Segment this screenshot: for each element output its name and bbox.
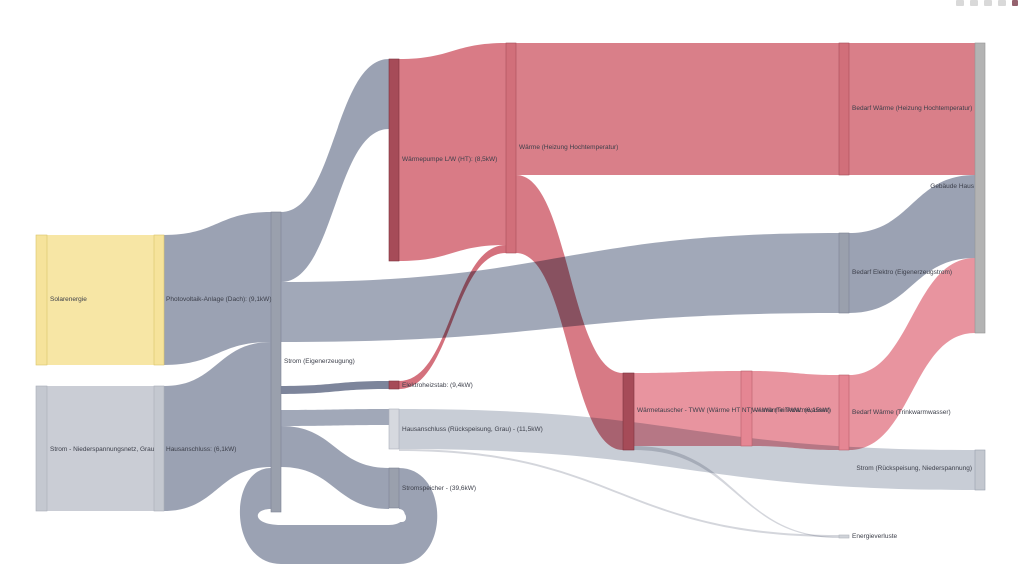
node-bedtww[interactable] [838,374,850,451]
node-twwz[interactable] [740,370,753,447]
link-waerme-to-bedheiz[interactable] [516,43,839,175]
link-bedtww-to-gebaeude[interactable] [849,258,975,450]
node-label-bedelek: Bedarf Elektro (Eigenerzeugstrom) [852,269,952,276]
node-label-wt: Wärmetauscher - TWW (Wärme HT NT) -> Wär… [637,407,831,414]
loop-gap [266,513,406,522]
camera-icon[interactable] [956,0,964,6]
node-gebaeude[interactable] [974,42,986,334]
sankey-labels: Solarenergie Photovoltaik-Anlage (Dach): … [50,105,975,540]
sankey-links [47,43,975,564]
node-label-gebaeude: Gebäude Haus [930,183,974,190]
node-grid[interactable] [35,385,48,512]
node-label-hausrueck: Hausanschluss (Rückspeisung, Grau) - (11… [402,426,543,433]
sankey-nodes [35,42,986,539]
home-icon[interactable] [998,0,1006,6]
node-heizstab[interactable] [388,380,400,390]
link-wt-to-verluste[interactable] [634,446,839,538]
node-hausan[interactable] [153,385,165,512]
node-speicher[interactable] [388,467,400,509]
node-label-heizstab: Elektroheizstab: (9,4kW) [402,382,473,389]
autoscale-icon[interactable] [984,0,992,6]
link-twwz-to-bedtww[interactable] [752,371,839,450]
plotly-logo-icon[interactable] [1012,0,1018,6]
link-strom-to-hausrueck[interactable] [281,409,389,426]
link-bedelek-to-gebaeude[interactable] [849,175,975,313]
link-strom-to-heizstab[interactable] [281,381,389,394]
node-verluste[interactable] [838,534,850,539]
link-hausrueck-to-verluste[interactable] [399,449,839,537]
node-bedheiz[interactable] [838,42,850,176]
node-bedelek[interactable] [838,232,850,314]
link-heizstab-to-waerme[interactable] [399,245,506,389]
node-label-bedtww: Bedarf Wärme (Trinkwarmwasser) [852,409,951,416]
node-label-rueckspeisung: Strom (Rückspeisung, Niederspannung) [856,465,972,472]
node-wp[interactable] [388,58,400,262]
node-label-twwz: Wärme (Trinkwarmwasser) [752,407,830,414]
node-rueckspeisung[interactable] [974,449,986,491]
node-label-verluste: Energieverluste [852,533,898,540]
node-label-waerme: Wärme (Heizung Hochtemperatur) [519,144,618,151]
link-hausrueck-to-rueckspeisung[interactable] [399,409,975,490]
zoom-box-icon[interactable] [970,0,978,6]
node-label-strom: Strom (Eigenerzeugung) [284,358,355,365]
node-hausrueck[interactable] [388,408,400,450]
node-solar[interactable] [35,234,48,366]
link-pv-to-strom[interactable] [164,212,271,365]
link-bedheiz-to-gebaeude[interactable] [849,43,975,175]
modebar [956,0,1018,8]
node-label-pv: Photovoltaik-Anlage (Dach): (9,1kW) [166,296,272,303]
link-solar-to-pv[interactable] [47,235,154,365]
node-label-solar: Solarenergie [50,296,87,303]
node-label-speicher: Stromspeicher - (39,6kW) [402,485,476,492]
node-wt[interactable] [622,372,635,451]
node-strom[interactable] [270,211,282,513]
link-grid-to-hausan[interactable] [47,386,154,511]
node-label-wp: Wärmepumpe L/W (HT): (8,5kW) [402,156,497,163]
node-label-hausan: Hausanschluss: (6,1kW) [166,446,236,453]
link-hausan-to-strom[interactable] [164,342,271,511]
node-label-bedheiz: Bedarf Wärme (Heizung Hochtemperatur) [852,105,972,112]
link-speicher-to-strom[interactable] [239,468,438,564]
link-waerme-to-wt[interactable] [516,175,623,450]
node-pv[interactable] [153,234,165,366]
link-strom-to-wp[interactable] [281,59,389,282]
node-waerme[interactable] [505,42,517,254]
node-label-grid: Strom - Niederspannungsnetz, Grau [50,446,155,453]
link-wp-to-waerme[interactable] [399,43,506,261]
link-strom-to-speicher[interactable] [281,426,389,509]
